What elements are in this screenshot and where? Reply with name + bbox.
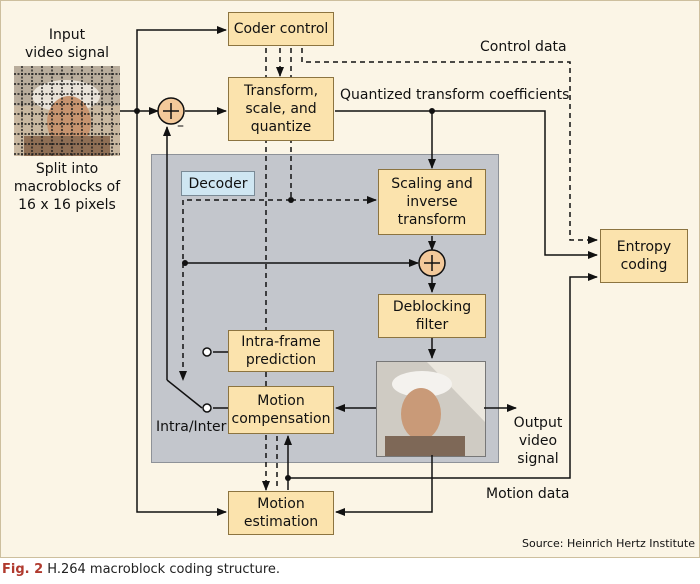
figure-caption: Fig. 2 H.264 macroblock coding structure… <box>2 562 280 577</box>
control-to-switch-arrow <box>179 199 291 381</box>
macroblock-split-label: Split into macroblocks of 16 x 16 pixels <box>13 161 121 213</box>
input-junction-dot <box>134 108 140 114</box>
intra-inter-switch-blade <box>166 379 203 409</box>
coefficient-junction-dot <box>429 108 435 114</box>
transform-quantize-block: Transform, scale, and quantize <box>228 77 334 141</box>
coefficients-to-entropy-arrow <box>335 110 598 259</box>
input-to-motion-estimation-arrow <box>136 111 227 516</box>
intra-frame-prediction-block: Intra-frame prediction <box>228 330 334 372</box>
control-junction-dot <box>288 197 294 203</box>
entropy-coding-block: Entropy coding <box>600 229 688 283</box>
prediction-junction-dot <box>182 260 188 266</box>
coder-control-block: Coder control <box>228 12 334 46</box>
motion-compensation-block: Motion compensation <box>228 386 334 434</box>
frame-to-motion-estimation-arrow <box>335 455 433 516</box>
input-video-label: Input video signal <box>24 27 110 61</box>
deblocking-filter-block: Deblocking filter <box>378 294 486 338</box>
output-video-label: Output video signal <box>513 415 563 467</box>
figure-number: Fig. 2 <box>2 562 44 577</box>
caption-text: H.264 macroblock coding structure. <box>47 562 281 577</box>
minus-sign: – <box>177 118 184 134</box>
intra-inter-label: Intra/Inter <box>156 419 227 435</box>
control-data-to-entropy-arrow <box>301 48 598 244</box>
control-data-label: Control data <box>480 39 567 55</box>
motion-data-label: Motion data <box>486 486 570 502</box>
input-to-coder-control-arrow <box>136 26 227 111</box>
motion-data-to-entropy-arrow <box>287 273 598 490</box>
source-credit: Source: Heinrich Hertz Institute <box>522 537 695 550</box>
intra-terminal-icon <box>202 347 212 357</box>
input-video-thumbnail <box>14 66 120 156</box>
decoder-label: Decoder <box>181 171 255 196</box>
scaling-inverse-transform-block: Scaling and inverse transform <box>378 169 486 235</box>
motion-data-junction-dot <box>285 475 291 481</box>
output-video-thumbnail <box>376 361 486 457</box>
motion-estimation-block: Motion estimation <box>228 491 334 535</box>
quantized-coefficients-label: Quantized transform coefficients <box>340 87 570 103</box>
inter-terminal-icon <box>202 403 212 413</box>
